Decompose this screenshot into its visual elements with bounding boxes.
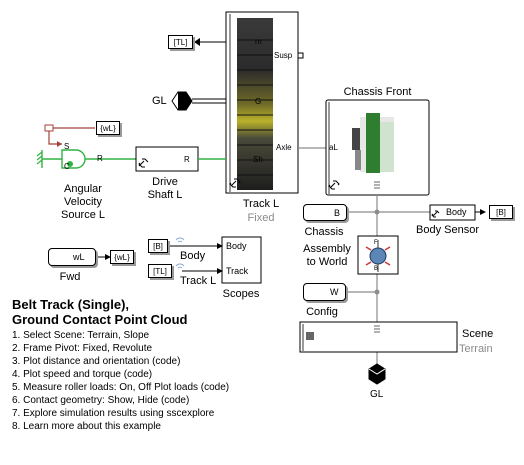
- fwd-block[interactable]: wL: [48, 248, 96, 266]
- gl-left-label: GL: [152, 95, 167, 107]
- chassis-name: Chassis: [304, 226, 344, 238]
- track-port-sh: Sh: [253, 155, 263, 164]
- drive-shaft-name: Drive Shaft L: [147, 176, 183, 201]
- av-port-s: S: [64, 142, 70, 151]
- body-sensor-label: Body: [446, 207, 467, 217]
- drive-shaft-block[interactable]: [135, 146, 199, 172]
- notes-item[interactable]: 4. Plot speed and torque (code): [12, 369, 153, 380]
- chassis-block[interactable]: B: [303, 204, 347, 221]
- model-notes: Belt Track (Single), Ground Contact Poin…: [12, 297, 312, 433]
- track-port-m: m: [255, 37, 262, 46]
- chassis-front-port: aL: [329, 143, 338, 152]
- assembly-port-f: F: [374, 240, 378, 246]
- signal-label-track: Track L: [180, 275, 217, 287]
- config-value: W: [330, 287, 339, 297]
- scene-block[interactable]: [299, 321, 458, 353]
- notes-item[interactable]: 1. Select Scene: Terrain, Slope: [12, 330, 150, 341]
- b-from-tag[interactable]: [B]: [148, 239, 168, 253]
- notes-item[interactable]: 6. Contact geometry: Show, Hide (code): [12, 395, 190, 406]
- track-port-g: G: [255, 97, 262, 106]
- scopes-name: Scopes: [222, 288, 260, 300]
- fwd-name: Fwd: [59, 271, 81, 283]
- assembly-to-world-block[interactable]: [357, 235, 399, 275]
- notes-list: 1. Select Scene: Terrain, Slope 2. Frame…: [12, 329, 312, 433]
- track-port-susp: Susp: [274, 51, 293, 60]
- tl-goto-tag[interactable]: [TL]: [168, 35, 193, 49]
- fwd-value: wL: [73, 252, 85, 262]
- config-name: Config: [306, 306, 338, 318]
- chassis-front-block[interactable]: [325, 99, 430, 196]
- notes-item[interactable]: 8. Learn more about this example: [12, 421, 161, 432]
- susp-port[interactable]: [297, 52, 304, 59]
- scopes-port-track: Track: [226, 266, 249, 276]
- track-block[interactable]: [225, 11, 304, 194]
- notes-title-line2: Ground Contact Point Cloud: [12, 312, 188, 327]
- scopes-block[interactable]: [221, 236, 262, 284]
- scene-variant: Terrain: [459, 343, 493, 355]
- track-block-variant: Fixed: [247, 212, 275, 224]
- notes-item[interactable]: 2. Frame Pivot: Fixed, Revolute: [12, 343, 153, 354]
- angular-velocity-source-block[interactable]: [36, 149, 136, 169]
- wifi-icon: [175, 263, 185, 269]
- link-icon: [328, 180, 340, 190]
- wl-from-tag[interactable]: {wL}: [96, 121, 120, 135]
- link-icon: [431, 210, 440, 218]
- gl-bottom-label: GL: [370, 389, 384, 400]
- link-icon: [229, 178, 241, 188]
- wl-goto-tag[interactable]: {wL}: [110, 250, 134, 264]
- track-port-axle: Axle: [276, 143, 292, 152]
- notes-item[interactable]: 5. Measure roller loads: On, Off Plot lo…: [12, 382, 230, 393]
- tl-from-tag[interactable]: [TL]: [148, 264, 172, 278]
- gl-bottom-symbol[interactable]: [368, 363, 386, 385]
- chassis-value: B: [334, 208, 341, 218]
- body-sensor-name: Body Sensor: [416, 224, 479, 236]
- chassis-front-name: Chassis Front: [343, 86, 412, 98]
- wifi-icon: [175, 237, 185, 243]
- scopes-port-body: Body: [226, 241, 247, 251]
- scene-name: Scene: [462, 328, 494, 340]
- notes-item[interactable]: 7. Explore simulation results using ssce…: [12, 408, 215, 419]
- assembly-name: Assembly to World: [303, 243, 351, 268]
- config-block[interactable]: W: [303, 283, 346, 301]
- gl-left-symbol[interactable]: [171, 91, 226, 111]
- track-block-name: Track L: [242, 198, 280, 210]
- angular-velocity-name: Angular Velocity Source L: [60, 183, 106, 221]
- av-port-r: R: [97, 154, 103, 163]
- notes-title-line1: Belt Track (Single),: [12, 297, 130, 312]
- signal-label-body: Body: [180, 250, 206, 262]
- av-port-c: C: [64, 162, 70, 171]
- link-icon: [138, 158, 149, 168]
- assembly-port-b: B: [374, 266, 379, 272]
- notes-item[interactable]: 3. Plot distance and orientation (code): [12, 356, 181, 367]
- drive-shaft-port: R: [184, 155, 190, 164]
- b-goto-tag[interactable]: [B]: [489, 205, 513, 219]
